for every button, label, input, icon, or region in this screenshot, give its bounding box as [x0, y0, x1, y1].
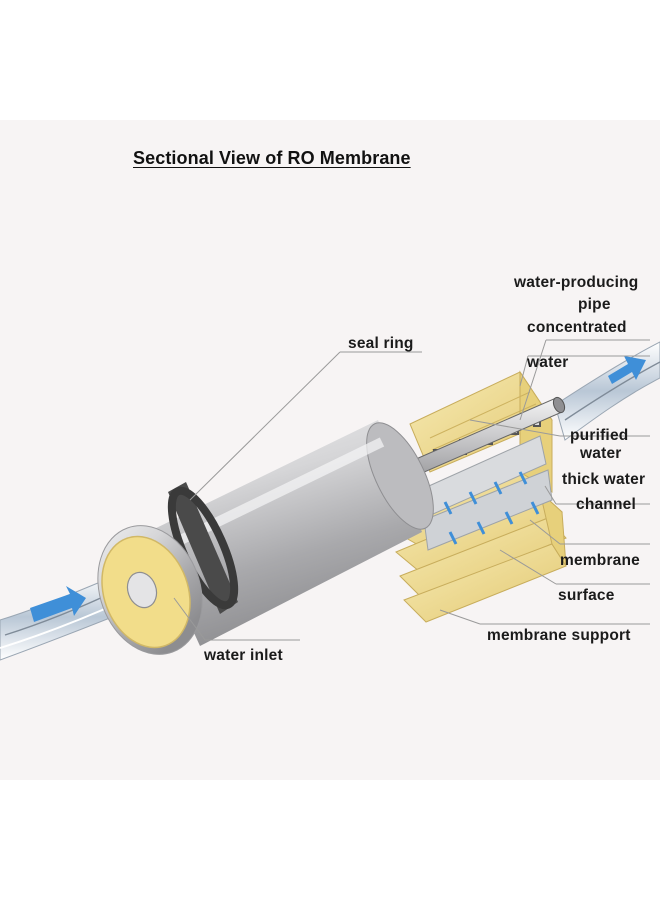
label-thick-water-channel-line2: channel [576, 496, 636, 514]
ro-membrane-illustration [0, 120, 660, 780]
label-water-producing-pipe: water-producing [514, 274, 638, 292]
label-membrane-surface: membrane [560, 552, 640, 570]
label-concentrated-water: concentrated [527, 319, 627, 337]
label-purified-water: purified [570, 427, 628, 445]
label-water-inlet: water inlet [204, 647, 283, 665]
label-seal-ring: seal ring [348, 335, 414, 353]
label-concentrated-water-line2: water [527, 354, 569, 372]
label-membrane-support: membrane support [487, 627, 631, 645]
diagram-panel: Sectional View of RO Membrane [0, 120, 660, 780]
label-water-producing-pipe-line2: pipe [578, 296, 611, 314]
label-membrane-surface-line2: surface [558, 587, 615, 605]
label-purified-water-line2: water [580, 445, 622, 463]
label-thick-water-channel: thick water [562, 471, 645, 489]
outlet-water-stream [555, 342, 660, 440]
